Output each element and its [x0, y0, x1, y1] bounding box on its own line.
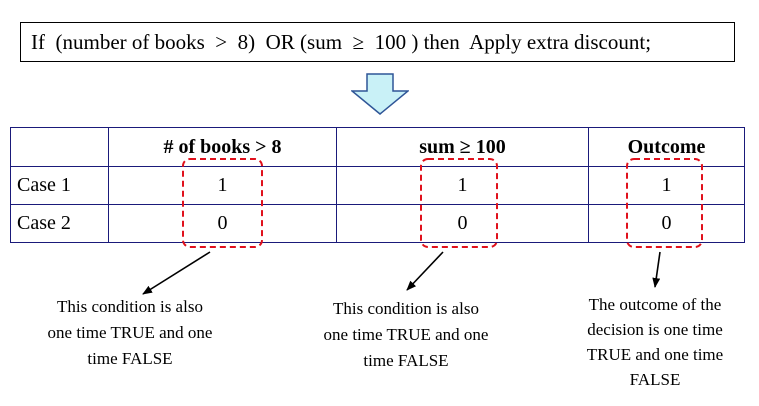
table-row: Case 2 0 0 0 — [10, 204, 745, 243]
row-label: Case 2 — [10, 204, 109, 243]
outcome-pointer-arrow — [652, 251, 661, 288]
header-books: # of books > 8 — [108, 127, 337, 167]
sum-pointer-arrow — [406, 251, 444, 291]
table-row: Case 1 1 1 1 — [10, 166, 745, 205]
cell-books: 1 — [108, 166, 337, 205]
header-sum: sum ≥ 100 — [336, 127, 589, 167]
header-empty — [10, 127, 109, 167]
down-arrow-icon — [351, 73, 409, 115]
condition-statement-box: If (number of books > 8) OR (sum ≥ 100 )… — [20, 22, 735, 62]
header-outcome: Outcome — [588, 127, 745, 167]
table-header-row: # of books > 8 sum ≥ 100 Outcome — [10, 127, 745, 167]
truth-table: # of books > 8 sum ≥ 100 Outcome Case 1 … — [10, 127, 745, 243]
books-pointer-arrow — [142, 251, 211, 295]
sum-annotation: This condition is also one time TRUE and… — [323, 299, 489, 370]
cell-sum: 0 — [336, 204, 589, 243]
row-label: Case 1 — [10, 166, 109, 205]
cell-outcome: 0 — [588, 204, 745, 243]
cell-sum: 1 — [336, 166, 589, 205]
cell-books: 0 — [108, 204, 337, 243]
outcome-annotation: The outcome of the decision is one time … — [586, 295, 724, 389]
cell-outcome: 1 — [588, 166, 745, 205]
condition-statement: If (number of books > 8) OR (sum ≥ 100 )… — [31, 29, 652, 54]
books-annotation: This condition is also one time TRUE and… — [47, 297, 213, 368]
